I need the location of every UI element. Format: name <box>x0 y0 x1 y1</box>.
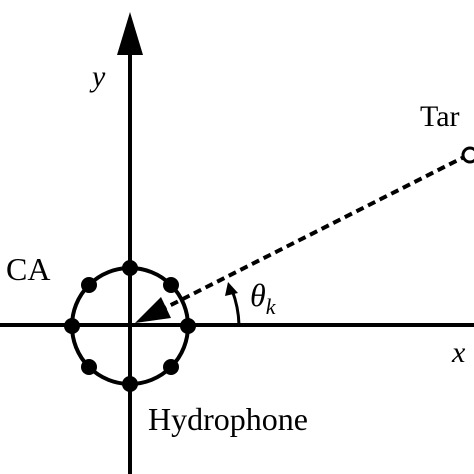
hydrophone-sensor <box>122 376 138 392</box>
hydrophone-sensor <box>122 260 138 276</box>
theta-angle-arc <box>230 289 241 326</box>
hydrophone-sensor <box>64 318 80 334</box>
y-axis-arrowhead <box>117 12 143 55</box>
hydrophone-sensor <box>81 277 97 293</box>
target-bearing-line <box>162 153 469 311</box>
hydrophone-sensor <box>163 359 179 375</box>
bearing-arrowhead <box>135 297 171 323</box>
target-marker <box>461 146 474 164</box>
theta-symbol: θ <box>250 277 266 313</box>
target-label: Tar <box>420 100 460 133</box>
y-axis-label: y <box>89 60 106 93</box>
theta-subscript: k <box>266 294 277 319</box>
hydrophone-sensor <box>180 318 196 334</box>
hydrophone-sensors <box>64 260 196 392</box>
theta-arc-arrowhead <box>225 282 238 296</box>
hydrophone-sensor <box>81 359 97 375</box>
array-label: CA <box>6 251 50 287</box>
hydrophone-label: Hydrophone <box>148 401 308 437</box>
hydrophone-sensor <box>163 277 179 293</box>
theta-label: θk <box>250 277 277 319</box>
x-axis-label: x <box>451 336 466 369</box>
